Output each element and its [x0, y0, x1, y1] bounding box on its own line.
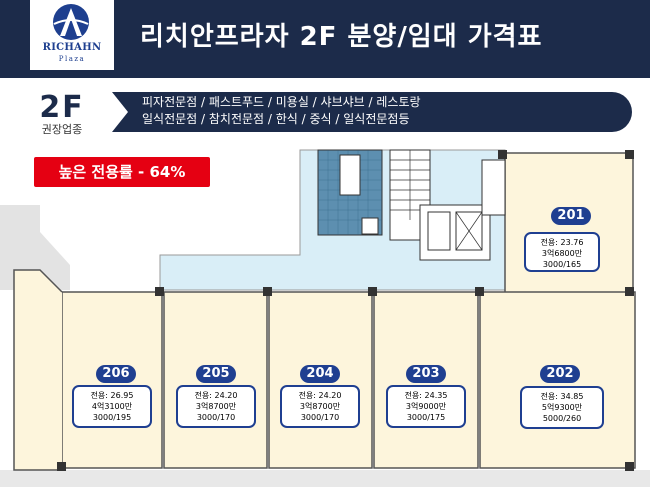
unit-202-area-text: 전용: 34.85 [540, 392, 584, 401]
unit-205-price: 3억8700만 [195, 402, 237, 411]
unit-201-area-text: 전용: 23.76 [540, 238, 584, 247]
unit-202-label: 202 [540, 365, 580, 383]
unit-202-price: 5억9300만 [541, 403, 583, 412]
floor-number: 2F [39, 90, 85, 125]
unit-201-rent: 3000/165 [542, 260, 582, 269]
floor-badge: 2F 권장업종 [18, 92, 106, 138]
uses-line-1: 피자전문점 / 패스트푸드 / 미용실 / 샤브샤브 / 레스토랑 [142, 95, 421, 109]
unit-205-rent: 3000/170 [196, 413, 236, 422]
efficiency-badge: 높은 전용률 - 64% [34, 157, 210, 187]
header-banner: RICHAHN Plaza 리치안프라자 2F 분양/임대 가격표 [0, 0, 650, 78]
unit-204-area-text: 전용: 24.20 [298, 391, 342, 400]
unit-206-area-text: 전용: 26.95 [90, 391, 134, 400]
floor-zone-label: 권장업종 [41, 123, 83, 136]
unit-204-info: 전용: 24.20 3억8700만 3000/170 [280, 385, 360, 428]
unit-201-label: 201 [551, 207, 591, 225]
recommended-uses: 피자전문점 / 패스트푸드 / 미용실 / 샤브샤브 / 레스토랑 일식전문점 … [112, 92, 632, 132]
unit-204-label: 204 [300, 365, 340, 383]
unit-206-rent: 3000/195 [92, 413, 132, 422]
unit-202-info: 전용: 34.85 5억9300만 5000/260 [520, 386, 604, 429]
page-title: 리치안프라자 2F 분양/임대 가격표 [140, 22, 543, 52]
unit-203-price: 3억9000만 [405, 402, 447, 411]
unit-206-price: 4억3100만 [91, 402, 133, 411]
logo-name: RICHAHN [42, 42, 102, 53]
unit-206-info: 전용: 26.95 4억3100만 3000/195 [72, 385, 152, 428]
unit-206-label: 206 [96, 365, 136, 383]
floor-plan [0, 149, 650, 487]
unit-202-rent: 5000/260 [542, 414, 582, 423]
unit-201-info: 전용: 23.76 3억6800만 3000/165 [524, 232, 600, 272]
unit-201-price: 3억6800만 [541, 249, 583, 258]
uses-arrow-notch [112, 92, 128, 132]
unit-203-area-text: 전용: 24.35 [404, 391, 448, 400]
unit-203-label: 203 [406, 365, 446, 383]
logo-emblem-icon [53, 4, 89, 40]
logo-subtitle: Plaza [58, 55, 86, 63]
unit-203-rent: 3000/175 [406, 413, 446, 422]
unit-205-area-text: 전용: 24.20 [194, 391, 238, 400]
unit-206-area [61, 291, 163, 469]
unit-204-price: 3억8700만 [299, 402, 341, 411]
unit-205-info: 전용: 24.20 3억8700만 3000/170 [176, 385, 256, 428]
unit-205-label: 205 [196, 365, 236, 383]
logo: RICHAHN Plaza [30, 0, 114, 70]
unit-204-rent: 3000/170 [300, 413, 340, 422]
unit-203-info: 전용: 24.35 3억9000만 3000/175 [386, 385, 466, 428]
uses-line-2: 일식전문점 / 참치전문점 / 한식 / 중식 / 일식전문점등 [142, 112, 410, 126]
